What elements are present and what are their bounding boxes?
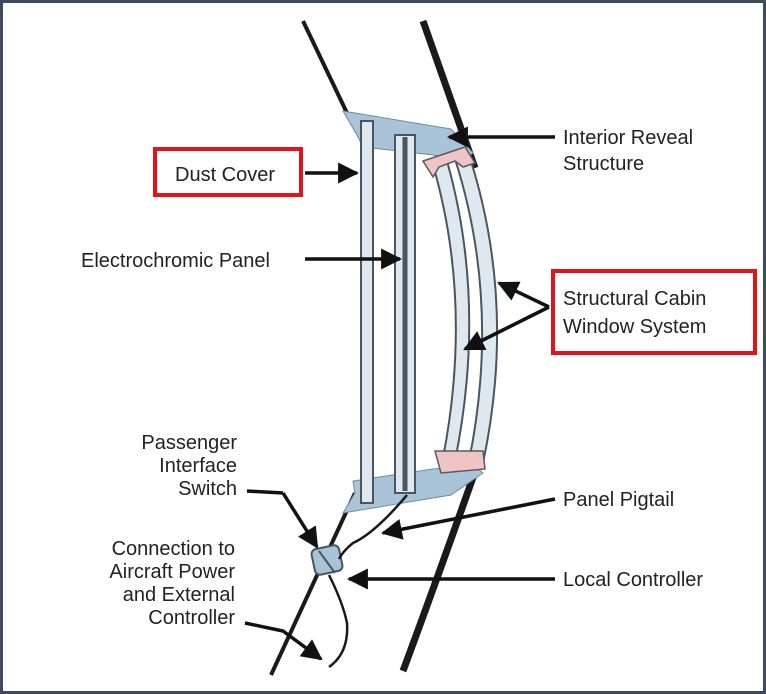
connection-label-line1: Connection to [112,538,235,560]
passenger-switch-label-line2: Interface [159,455,237,477]
dust-cover-highlight-box [153,147,303,197]
window-seal-top [421,146,477,179]
window-cross-section-diagram: Dust Cover Electrochromic Panel Interior… [81,19,757,676]
structural-window-label-line1: Structural Cabin [563,288,706,310]
structural-window-highlight-box [551,269,757,355]
passenger-switch-label-line1: Passenger [141,432,237,454]
panel-pigtail-wire [337,494,408,560]
local-controller-device [310,544,344,576]
electrochromic-panel-label: Electrochromic Panel [81,250,270,272]
panel-pigtail-arrow [380,497,556,540]
fuselage-inner-line-top [301,20,349,114]
window-seal-bottom [434,450,486,474]
passenger-switch-arrow-diag [281,492,319,549]
fuselage-inner-line-bottom [269,492,357,676]
passenger-switch-label-line3: Switch [178,478,237,500]
interior-reveal-label-line1: Interior Reveal [563,127,693,149]
connection-label-line2: Aircraft Power [109,561,235,583]
controller-mount-line [318,550,336,574]
structural-window-arrow-upper [497,281,550,309]
passenger-switch-arrow [246,489,284,495]
dust-cover-pane [360,120,374,504]
dust-cover-label: Dust Cover [175,164,275,186]
structural-window-arrow-lower [463,305,550,351]
interior-reveal-label-line2: Structure [563,153,644,175]
connection-arrow [244,621,323,661]
local-controller-label: Local Controller [563,569,703,591]
external-connection-wire [327,574,349,669]
connection-label-line4: Controller [148,607,235,629]
panel-pigtail-label: Panel Pigtail [563,489,674,511]
structural-window-inner-pane [431,159,471,463]
structural-window-label-line2: Window System [563,316,706,338]
connection-label-line3: and External [123,584,235,606]
